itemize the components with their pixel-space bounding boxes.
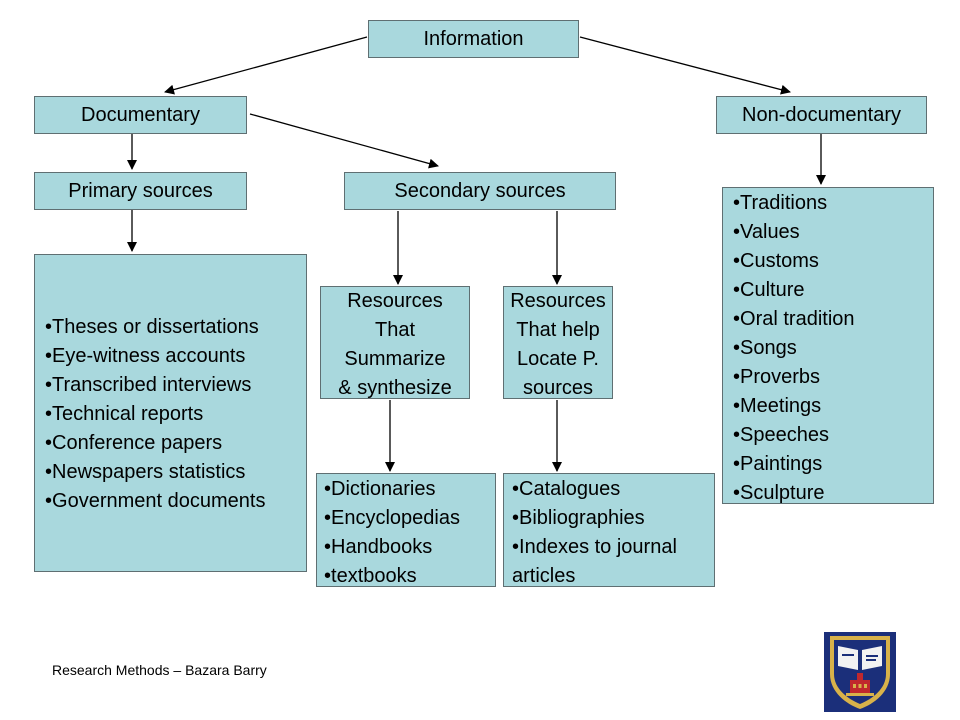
list-item: Eye-witness accounts: [45, 342, 306, 371]
summarize-line: That: [374, 319, 416, 341]
list-item: Government documents: [45, 487, 306, 516]
primary-sources-list-box: Theses or dissertations Eye-witness acco…: [34, 254, 307, 572]
list-item: Sculpture: [733, 479, 933, 508]
list-item: Meetings: [733, 392, 933, 421]
summarize-line: Resources: [347, 290, 443, 312]
list-item: Encyclopedias: [324, 504, 495, 533]
list-item: Traditions: [733, 189, 933, 218]
locate-line: That help: [516, 319, 600, 341]
footer-credit: Research Methods – Bazara Barry: [52, 662, 267, 678]
locate-line: sources: [522, 377, 594, 399]
list-item: Customs: [733, 247, 933, 276]
list-item: textbooks: [324, 562, 495, 591]
locate-line: Resources: [510, 290, 606, 312]
locate-line: Locate P.: [517, 348, 599, 370]
secondary-sources-label: Secondary sources: [394, 179, 566, 202]
summarize-resources-node: Resources That Summarize & synthesize: [320, 286, 470, 399]
list-item: Conference papers: [45, 429, 306, 458]
list-item-continuation: articles: [512, 565, 576, 587]
list-item: Songs: [733, 334, 933, 363]
summarize-items-list: Dictionaries Encyclopedias Handbooks tex…: [324, 475, 495, 591]
non-documentary-label: Non-documentary: [742, 103, 901, 126]
locate-items-box: Catalogues Bibliographies Indexes to jou…: [503, 473, 715, 587]
list-item: Values: [733, 218, 933, 247]
list-item: Newspapers statistics: [45, 458, 306, 487]
list-item: Dictionaries: [324, 475, 495, 504]
list-item: Indexes to journal: [512, 533, 714, 562]
list-item: Theses or dissertations: [45, 313, 306, 342]
arrow-documentary-to-secondary: [249, 113, 439, 169]
summarize-line: Summarize: [344, 348, 446, 370]
locate-items-list: Catalogues Bibliographies Indexes to jou…: [512, 475, 714, 562]
primary-sources-label: Primary sources: [68, 179, 213, 202]
list-item: Transcribed interviews: [45, 371, 306, 400]
list-item: Paintings: [733, 450, 933, 479]
primary-sources-node: Primary sources: [34, 172, 247, 210]
locate-resources-node: Resources That help Locate P. sources: [503, 286, 613, 399]
list-item: Handbooks: [324, 533, 495, 562]
primary-sources-list: Theses or dissertations Eye-witness acco…: [45, 313, 306, 516]
university-crest-icon: [824, 632, 896, 712]
non-documentary-list-box: Traditions Values Customs Culture Oral t…: [722, 187, 934, 504]
information-node: Information: [368, 20, 579, 58]
list-item: Proverbs: [733, 363, 933, 392]
list-item: Bibliographies: [512, 504, 714, 533]
list-item: Technical reports: [45, 400, 306, 429]
non-documentary-list: Traditions Values Customs Culture Oral t…: [733, 189, 933, 508]
list-item: Speeches: [733, 421, 933, 450]
arrow-root-to-non-documentary: [579, 36, 791, 95]
summarize-line: & synthesize: [338, 377, 452, 399]
list-item: Catalogues: [512, 475, 714, 504]
list-item: Culture: [733, 276, 933, 305]
documentary-label: Documentary: [81, 103, 200, 126]
arrow-root-to-documentary: [164, 36, 368, 95]
secondary-sources-node: Secondary sources: [344, 172, 616, 210]
documentary-node: Documentary: [34, 96, 247, 134]
summarize-items-box: Dictionaries Encyclopedias Handbooks tex…: [316, 473, 496, 587]
non-documentary-node: Non-documentary: [716, 96, 927, 134]
list-item: Oral tradition: [733, 305, 933, 334]
information-label: Information: [423, 27, 524, 50]
